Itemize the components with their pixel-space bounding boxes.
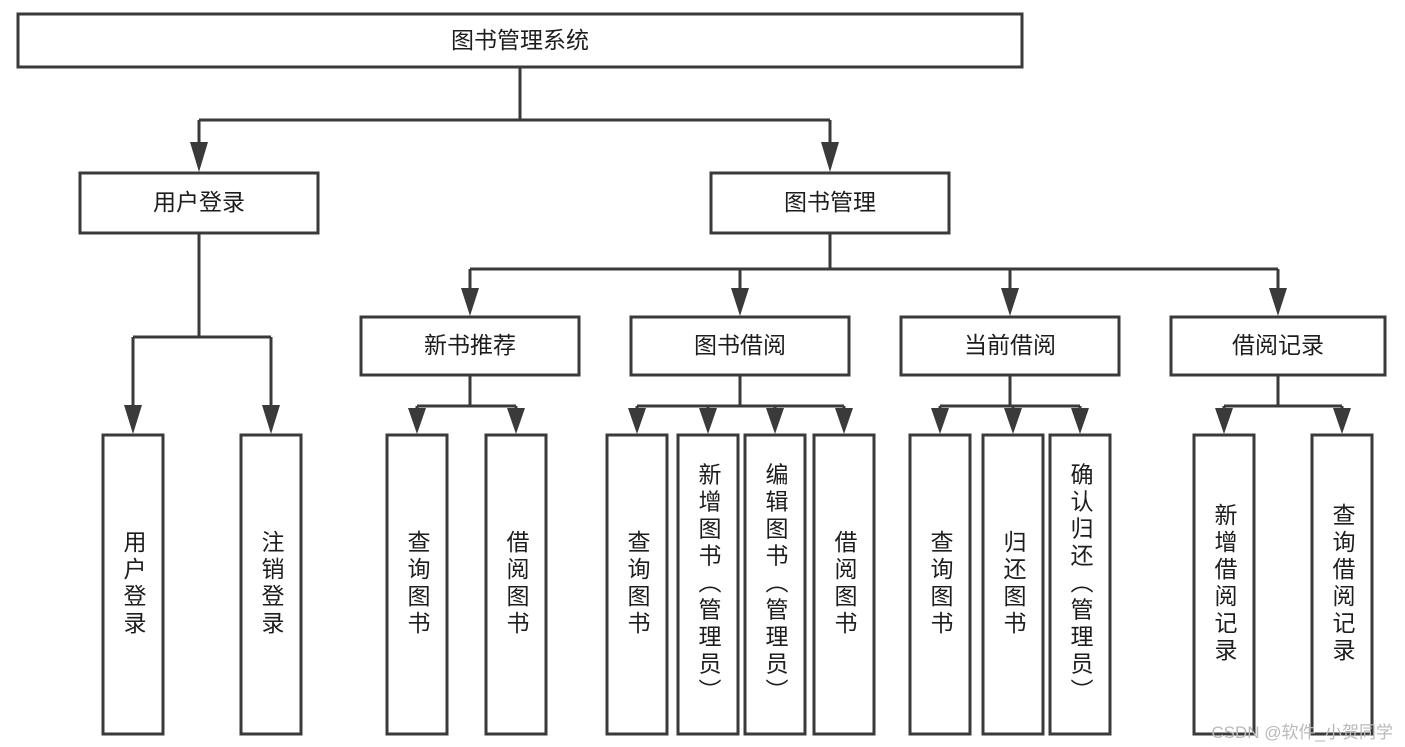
node-leaf-query-book-borrow-label: 查询图书 <box>624 530 651 638</box>
arrow-head-leaf-borrow-book-rec <box>507 408 525 434</box>
arrow-head-leaf-edit-book-admin <box>766 408 784 434</box>
node-leaf-query-book-current-label: 查询图书 <box>927 530 954 638</box>
node-leaf-edit-book-admin-box[interactable] <box>743 433 807 736</box>
node-book-manage[interactable]: 图书管理 <box>709 171 951 235</box>
node-current-borrow-label: 当前借阅 <box>964 332 1056 358</box>
node-leaf-borrow-book-rec-box[interactable] <box>484 433 548 736</box>
node-borrow-record-label: 借阅记录 <box>1232 332 1324 358</box>
node-leaf-query-book-rec[interactable]: 查询图书 <box>385 433 449 736</box>
node-leaf-borrow-book-rec-label: 借阅图书 <box>503 530 530 638</box>
node-new-book-recommend-box[interactable] <box>359 315 581 377</box>
node-book-manage-box[interactable] <box>709 171 951 235</box>
node-leaf-confirm-return-admin[interactable]: 确认归还（管理员） <box>1048 433 1112 736</box>
node-leaf-borrow-book[interactable]: 借阅图书 <box>812 433 876 736</box>
node-borrow-record[interactable]: 借阅记录 <box>1169 315 1387 377</box>
csdn-watermark: CSDN @软件_小贺同学 <box>1211 723 1393 742</box>
node-leaf-return-book-box[interactable] <box>981 433 1045 736</box>
node-leaf-query-borrow-record[interactable]: 查询借阅记录 <box>1310 433 1374 736</box>
node-book-manage-label: 图书管理 <box>784 189 876 215</box>
node-book-borrow-label: 图书借阅 <box>694 332 786 358</box>
node-user-login-box[interactable] <box>78 171 320 235</box>
node-book-borrow-box[interactable] <box>629 315 851 377</box>
node-leaf-query-book-borrow[interactable]: 查询图书 <box>605 433 669 736</box>
node-leaf-return-book-label: 归还图书 <box>1000 530 1027 638</box>
node-book-borrow[interactable]: 图书借阅 <box>629 315 851 377</box>
arrow-head-leaf-user-login <box>124 405 142 434</box>
arrow-head-leaf-borrow-book <box>835 408 853 434</box>
node-leaf-add-book-admin-label: 新增图书（管理员） <box>695 463 722 706</box>
node-new-book-recommend[interactable]: 新书推荐 <box>359 315 581 377</box>
arrow-head-book-manage <box>821 142 839 172</box>
node-root-label: 图书管理系统 <box>451 27 589 53</box>
node-leaf-user-logout[interactable]: 注销登录 <box>239 433 303 736</box>
node-leaf-query-book-borrow-box[interactable] <box>605 433 669 736</box>
arrow-head-leaf-query-book-current <box>931 408 949 434</box>
node-leaf-borrow-book-box[interactable] <box>812 433 876 736</box>
arrow-head-leaf-query-book-borrow <box>628 408 646 434</box>
node-new-book-recommend-label: 新书推荐 <box>424 332 516 358</box>
arrow-head-leaf-confirm-return-admin <box>1071 408 1089 434</box>
node-leaf-query-book-rec-box[interactable] <box>385 433 449 736</box>
arrow-head-new-book-recommend <box>461 288 479 316</box>
node-user-login[interactable]: 用户登录 <box>78 171 320 235</box>
node-leaf-add-borrow-record[interactable]: 新增借阅记录 <box>1192 433 1256 736</box>
arrow-head-current-borrow <box>1001 288 1019 316</box>
node-current-borrow[interactable]: 当前借阅 <box>899 315 1121 377</box>
arrow-head-leaf-add-book-admin <box>699 408 717 434</box>
arrow-head-user-login <box>190 142 208 172</box>
node-user-login-label: 用户登录 <box>153 189 245 215</box>
arrow-head-book-borrow <box>731 288 749 316</box>
connector-layer <box>124 67 1351 434</box>
node-leaf-query-borrow-record-label: 查询借阅记录 <box>1329 503 1356 665</box>
node-leaf-query-borrow-record-box[interactable] <box>1310 433 1374 736</box>
arrow-head-leaf-user-logout <box>262 405 280 434</box>
node-leaf-edit-book-admin-label: 编辑图书（管理员） <box>762 463 789 706</box>
node-leaf-query-book-rec-label: 查询图书 <box>404 530 431 638</box>
node-leaf-borrow-book-rec[interactable]: 借阅图书 <box>484 433 548 736</box>
node-leaf-add-book-admin-box[interactable] <box>676 433 740 736</box>
node-current-borrow-box[interactable] <box>899 315 1121 377</box>
arrow-head-leaf-query-book-rec <box>408 408 426 434</box>
arrow-head-leaf-return-book <box>1004 408 1022 434</box>
arrow-head-leaf-add-borrow-record <box>1215 408 1233 434</box>
node-leaf-confirm-return-admin-box[interactable] <box>1048 433 1112 736</box>
arrow-head-borrow-record <box>1269 288 1287 316</box>
node-leaf-edit-book-admin[interactable]: 编辑图书（管理员） <box>743 433 807 736</box>
node-leaf-user-login-box[interactable] <box>101 433 165 736</box>
node-root-box[interactable] <box>16 12 1024 69</box>
arrow-head-leaf-query-borrow-record <box>1333 408 1351 434</box>
node-leaf-user-login-label: 用户登录 <box>120 530 147 638</box>
node-leaf-query-book-current-box[interactable] <box>908 433 972 736</box>
node-leaf-borrow-book-label: 借阅图书 <box>831 530 858 638</box>
node-root[interactable]: 图书管理系统 <box>16 12 1024 69</box>
node-borrow-record-box[interactable] <box>1169 315 1387 377</box>
node-leaf-add-borrow-record-box[interactable] <box>1192 433 1256 736</box>
node-leaf-return-book[interactable]: 归还图书 <box>981 433 1045 736</box>
node-leaf-user-logout-label: 注销登录 <box>258 530 285 638</box>
node-leaf-add-book-admin[interactable]: 新增图书（管理员） <box>676 433 740 736</box>
node-leaf-user-login[interactable]: 用户登录 <box>101 433 165 736</box>
node-leaf-user-logout-box[interactable] <box>239 433 303 736</box>
node-leaf-add-borrow-record-label: 新增借阅记录 <box>1211 503 1238 665</box>
node-leaf-confirm-return-admin-label: 确认归还（管理员） <box>1067 463 1094 706</box>
node-leaf-query-book-current[interactable]: 查询图书 <box>908 433 972 736</box>
